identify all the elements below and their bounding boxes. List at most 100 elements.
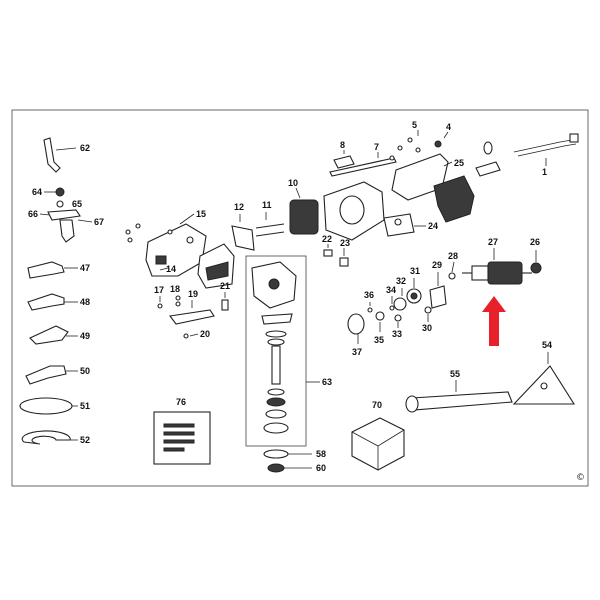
- part-30-washer[interactable]: 30: [422, 306, 432, 333]
- label-35: 35: [374, 335, 384, 345]
- part-15-housing-half[interactable]: 15: [145, 209, 207, 277]
- part-motor-housing[interactable]: [323, 181, 385, 241]
- part-76-label[interactable]: 76: [153, 397, 211, 465]
- part-52-segment-blade[interactable]: 52: [21, 430, 90, 445]
- label-10: 10: [288, 178, 298, 188]
- part-62-hex-key[interactable]: 62: [43, 137, 90, 173]
- part-33-ring[interactable]: 33: [392, 314, 402, 339]
- part-35-bearing[interactable]: 35: [374, 311, 385, 345]
- label-64: 64: [32, 187, 42, 197]
- label-34: 34: [386, 285, 396, 295]
- part-10-field-coil[interactable]: 10: [288, 178, 319, 235]
- label-8: 8: [340, 140, 345, 150]
- label-33: 33: [392, 329, 402, 339]
- part-54-sanding-pad[interactable]: 54: [512, 340, 575, 405]
- part-24-pcb[interactable]: 24: [383, 213, 438, 237]
- part-64-screw[interactable]: 64: [32, 187, 65, 197]
- part-17-screw[interactable]: 17: [154, 285, 164, 309]
- label-22: 22: [322, 234, 332, 244]
- label-7: 7: [374, 142, 379, 152]
- part-50-blade[interactable]: 50: [25, 365, 90, 385]
- part-37-o-ring[interactable]: 37: [347, 313, 365, 357]
- label-54: 54: [542, 340, 552, 350]
- part-66-clamp[interactable]: 66: [28, 209, 81, 221]
- label-27: 27: [488, 237, 498, 247]
- part-1-power-cord[interactable]: 1: [513, 133, 579, 177]
- part-36-clip[interactable]: 36: [364, 290, 374, 313]
- label-28: 28: [448, 251, 458, 261]
- label-17: 17: [154, 285, 164, 295]
- label-60: 60: [316, 463, 326, 473]
- label-15: 15: [196, 209, 206, 219]
- part-29-baffle[interactable]: 29: [429, 260, 447, 309]
- part-34-washer[interactable]: 34: [386, 285, 396, 311]
- part-65-washer[interactable]: 65: [56, 199, 82, 209]
- part-22-brush[interactable]: 22: [322, 234, 333, 257]
- label-24: 24: [428, 221, 438, 231]
- label-66: 66: [28, 209, 38, 219]
- part-27-armature[interactable]: 27: [462, 237, 532, 285]
- part-19-lever[interactable]: 19: [169, 289, 215, 325]
- part-60-screw[interactable]: 60: [267, 463, 326, 473]
- part-23-brush-holder[interactable]: 23: [339, 238, 350, 267]
- part-26-bearing[interactable]: 26: [530, 237, 542, 274]
- label-48: 48: [80, 297, 90, 307]
- label-58: 58: [316, 449, 326, 459]
- part-14-screws[interactable]: 14: [125, 223, 176, 274]
- label-12: 12: [234, 202, 244, 212]
- label-14: 14: [166, 264, 176, 274]
- label-37: 37: [352, 347, 362, 357]
- part-4-screw[interactable]: 4: [434, 122, 451, 148]
- part-28-bearing[interactable]: 28: [448, 251, 458, 280]
- label-25: 25: [454, 158, 464, 168]
- part-7-slide-bar[interactable]: 7: [329, 142, 397, 177]
- label-36: 36: [364, 290, 374, 300]
- part-21-spring[interactable]: 21: [220, 281, 230, 311]
- label-50: 50: [80, 366, 90, 376]
- part-51-round-blade[interactable]: 51: [19, 397, 90, 415]
- label-52: 52: [80, 435, 90, 445]
- label-4: 4: [446, 122, 451, 132]
- label-76: 76: [176, 397, 186, 407]
- label-11: 11: [262, 200, 272, 210]
- part-20-pin[interactable]: 20: [183, 329, 210, 339]
- label-67: 67: [94, 217, 104, 227]
- part-63-spindle-assembly[interactable]: 63: [245, 255, 332, 447]
- label-32: 32: [396, 276, 406, 286]
- part-31-bearing[interactable]: 31: [406, 266, 422, 304]
- part-25-rear-housing[interactable]: 25: [391, 153, 475, 223]
- label-70: 70: [372, 400, 382, 410]
- label-51: 51: [80, 401, 90, 411]
- label-21: 21: [220, 281, 230, 291]
- label-26: 26: [530, 237, 540, 247]
- part-58-flange[interactable]: 58: [263, 449, 326, 459]
- part-11-screws[interactable]: 11: [255, 200, 285, 237]
- part-70-case[interactable]: 70: [351, 400, 405, 471]
- part-67-blade-holder[interactable]: 67: [59, 217, 104, 243]
- label-63: 63: [322, 377, 332, 387]
- diagram-frame: [11, 109, 589, 487]
- part-32-gear[interactable]: 32: [393, 276, 407, 311]
- label-65: 65: [72, 199, 82, 209]
- part-55-extraction-tube[interactable]: 55: [405, 369, 513, 413]
- label-20: 20: [200, 329, 210, 339]
- label-49: 49: [80, 331, 90, 341]
- copyright-mark: ©: [576, 473, 585, 483]
- label-5: 5: [412, 120, 417, 130]
- part-18-pin[interactable]: 18: [170, 284, 181, 307]
- label-47: 47: [80, 263, 90, 273]
- part-49-blade[interactable]: 49: [29, 325, 90, 345]
- part-48-blade[interactable]: 48: [27, 293, 90, 311]
- label-31: 31: [410, 266, 420, 276]
- highlight-arrow: [482, 296, 506, 346]
- label-55: 55: [450, 369, 460, 379]
- label-62: 62: [80, 143, 90, 153]
- part-8-switch[interactable]: 8: [333, 140, 355, 169]
- part-47-blade[interactable]: 47: [27, 261, 90, 279]
- part-cord-guard[interactable]: [475, 141, 501, 177]
- part-12-gasket[interactable]: 12: [231, 202, 255, 251]
- label-23: 23: [340, 238, 350, 248]
- part-5-screws[interactable]: 5: [389, 120, 421, 161]
- part-gear-housing[interactable]: [197, 243, 235, 289]
- label-29: 29: [432, 260, 442, 270]
